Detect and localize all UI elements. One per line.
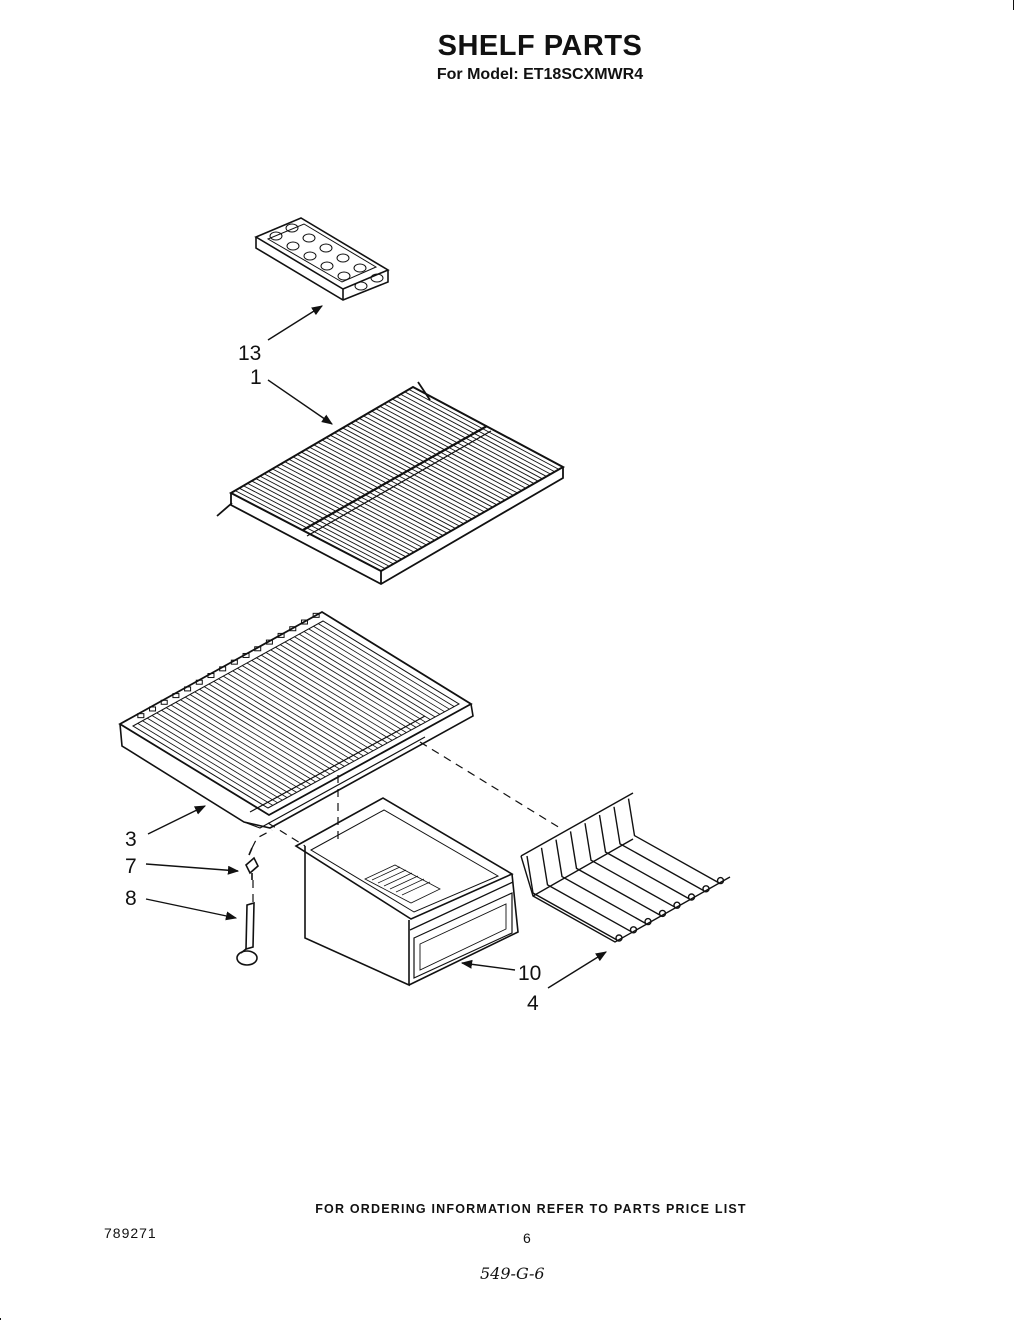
callout-4: 4 [527,992,539,1015]
page-title: SHELF PARTS [437,30,643,62]
leader-8 [145,898,238,921]
corner-mark [0,1318,1,1320]
callout-13: 13 [238,342,261,365]
callout-1: 1 [250,366,262,389]
assembly-guide-lines [251,741,561,905]
leader-13 [267,305,323,341]
ordering-note: FOR ORDERING INFORMATION REFER TO PARTS … [315,1202,747,1216]
crisper-cover [118,610,474,829]
corner-mark [1013,0,1014,10]
callout-7: 7 [125,855,137,878]
control-knob [236,901,258,966]
document-number: 789271 [104,1225,157,1241]
leader-4 [547,951,607,989]
callout-3: 3 [125,828,137,851]
humidity-control [245,847,259,880]
callout-8: 8 [125,887,137,910]
model-subtitle: For Model: ET18SCXMWR4 [436,66,644,83]
crisper-drawer [294,797,519,987]
wire-shelf [216,381,566,586]
page-number: 6 [523,1230,531,1246]
leader-10 [460,959,516,971]
leader-1 [267,379,333,425]
ice-cube-tray [254,217,390,301]
handwritten-code: 549-G-6 [480,1264,545,1283]
leader-7 [145,863,240,875]
leader-3 [147,805,207,835]
wire-basket [520,792,731,943]
callout-10: 10 [518,962,541,985]
